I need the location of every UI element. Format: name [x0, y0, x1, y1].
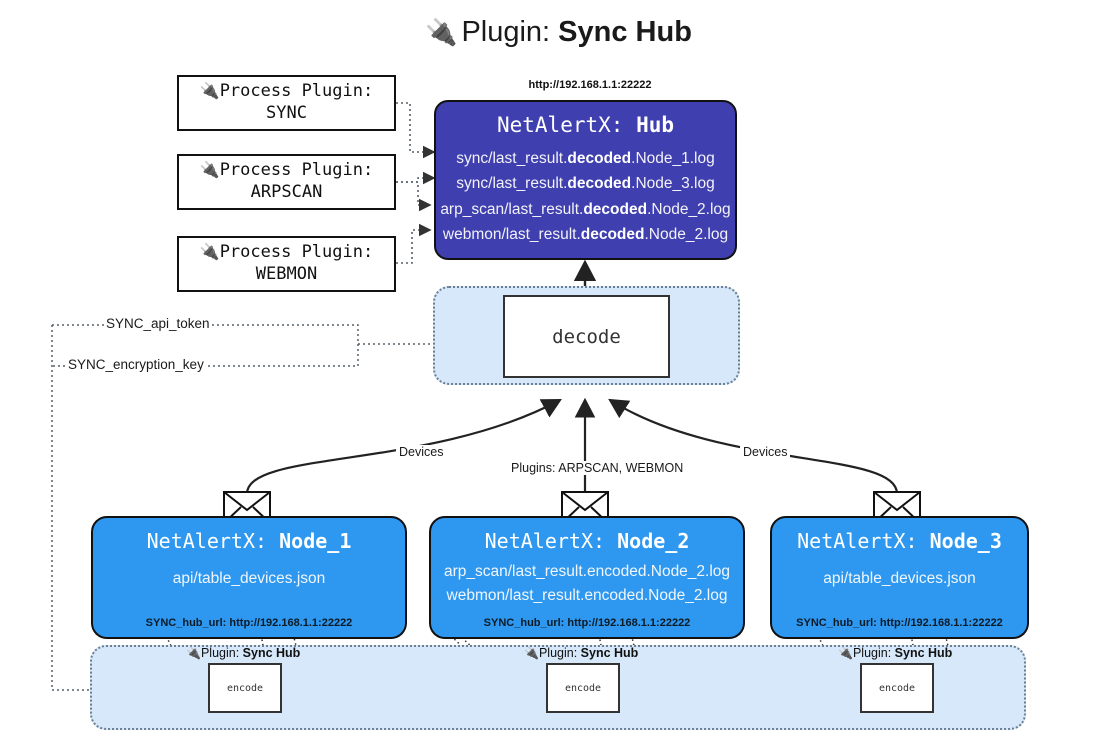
- node-line: arp_scan/last_result.encoded.Node_2.log: [443, 563, 731, 580]
- plug-icon: 🔌: [524, 646, 539, 660]
- node-hub-url: SYNC_hub_url: http://192.168.1.1:22222: [483, 617, 691, 629]
- process-plugin-line1: 🔌Process Plugin:: [199, 242, 374, 263]
- plugin-strip-label-1: 🔌Plugin: Sync Hub: [186, 646, 301, 660]
- process-plugin-line2: SYNC: [266, 103, 307, 123]
- plug-icon: 🔌: [199, 242, 220, 262]
- edge-label-devices-right: Devices: [740, 445, 791, 459]
- plug-icon: 🔌: [199, 160, 220, 180]
- node-title: NetAlertX: Node_1: [146, 529, 352, 553]
- node-hub-url: SYNC_hub_url: http://192.168.1.1:22222: [796, 617, 1003, 629]
- edge-label-devices-left: Devices: [396, 445, 447, 459]
- process-plugin-line2: ARPSCAN: [250, 182, 323, 202]
- node-line: api/table_devices.json: [172, 570, 326, 587]
- sync-api-token-label: SYNC_api_token: [104, 316, 212, 331]
- sync-encryption-key-label: SYNC_encryption_key: [66, 357, 206, 372]
- plug-icon: 🔌: [838, 646, 853, 660]
- process-plugin-line1: 🔌Process Plugin:: [199, 81, 374, 102]
- node-line: webmon/last_result.encoded.Node_2.log: [446, 587, 728, 605]
- process-plugin-line1: 🔌Process Plugin:: [199, 160, 374, 181]
- plugin-strip-label-3: 🔌Plugin: Sync Hub: [838, 646, 953, 660]
- decode-box[interactable]: decode: [503, 295, 670, 378]
- hub-box[interactable]: NetAlertX: Hub sync/last_result.decoded.…: [434, 100, 737, 260]
- hub-log-row-4: webmon/last_result.decoded.Node_2.log: [442, 225, 729, 243]
- hub-url-label: http://192.168.1.1:22222: [528, 79, 652, 91]
- edge-label-plugins-center: Plugins: ARPSCAN, WEBMON: [508, 461, 687, 475]
- process-plugin-line2: WEBMON: [255, 264, 318, 284]
- plug-icon: 🔌: [425, 17, 458, 47]
- plug-icon: 🔌: [199, 81, 220, 101]
- node-title: NetAlertX: Node_3: [797, 529, 1002, 553]
- node-box-node-2[interactable]: NetAlertX: Node_2 arp_scan/last_result.e…: [429, 516, 745, 639]
- process-plugin-box-arpscan[interactable]: 🔌Process Plugin: ARPSCAN: [177, 154, 396, 210]
- title-prefix: Plugin:: [461, 16, 551, 48]
- plugin-strip-label-2: 🔌Plugin: Sync Hub: [524, 646, 639, 660]
- node-hub-url: SYNC_hub_url: http://192.168.1.1:22222: [145, 617, 353, 629]
- process-plugin-box-webmon[interactable]: 🔌Process Plugin: WEBMON: [177, 236, 396, 292]
- encode-box-2[interactable]: encode: [546, 663, 620, 713]
- process-plugin-box-sync[interactable]: 🔌Process Plugin: SYNC: [177, 75, 396, 131]
- title-name: Sync Hub: [558, 16, 692, 48]
- hub-title: NetAlertX: Hub: [496, 113, 675, 137]
- encode-box-1[interactable]: encode: [208, 663, 282, 713]
- plug-icon: 🔌: [186, 646, 201, 660]
- page-title: 🔌Plugin: Sync Hub: [0, 16, 1117, 49]
- node-title: NetAlertX: Node_2: [484, 529, 690, 553]
- encode-box-3[interactable]: encode: [860, 663, 934, 713]
- hub-log-row-2: sync/last_result.decoded.Node_3.log: [456, 175, 715, 193]
- hub-log-row-1: sync/last_result.decoded.Node_1.log: [456, 150, 715, 167]
- node-box-node-1[interactable]: NetAlertX: Node_1 api/table_devices.json…: [91, 516, 407, 639]
- node-line: api/table_devices.json: [823, 570, 976, 587]
- hub-log-row-3: arp_scan/last_result.decoded.Node_2.log: [440, 200, 731, 218]
- node-box-node-3[interactable]: NetAlertX: Node_3 api/table_devices.json…: [770, 516, 1029, 639]
